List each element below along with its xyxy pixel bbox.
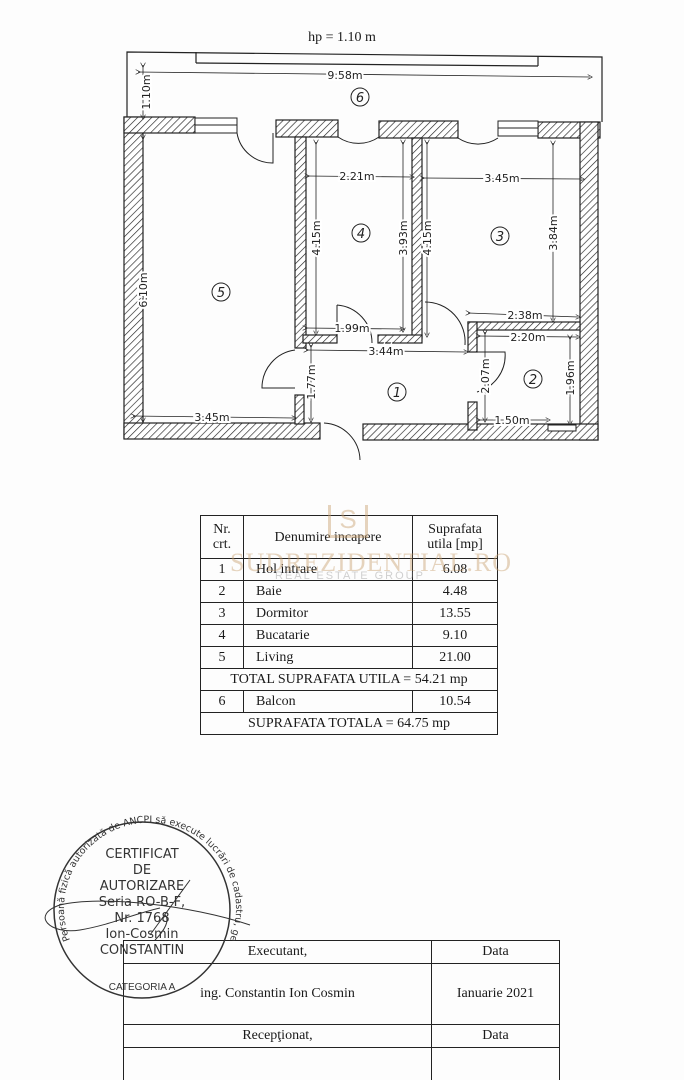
receptionat-signature-cell [123,1047,432,1080]
dim-bath-height: 1.96m [564,360,577,395]
dim-living-height: 6.10m [137,272,150,307]
executant-name: ing. Constantin Ion Cosmin [123,963,432,1025]
stamp-line: AUTORIZARE [100,879,185,894]
rooms-area-table: Nr. crt. Denumire incapere Suprafata uti… [200,515,498,735]
walls [123,116,601,441]
room-number-6: 6 [356,91,364,106]
parapet-height-label: hp = 1.10 m [308,30,376,45]
total-utila: TOTAL SUPRAFATA UTILA = 54.21 mp [200,668,498,691]
header-nr: Nr. crt. [200,515,244,559]
room-number-2: 2 [529,373,537,388]
stamp-line: CONSTANTIN [100,943,184,958]
row-area: 6.08 [412,558,498,581]
dim-kitchen-height-right: 3.93m [397,220,410,255]
row-name: Dormitor [243,602,413,625]
dim-hall-width: 3.44m [368,345,403,358]
dim-bedroom-height-left: 4.15m [421,220,434,255]
header-name: Denumire incapere [243,515,413,559]
room-number-4: 4 [357,227,365,242]
data-label-2: Data [431,1024,560,1048]
room-number-1: 1 [393,386,401,401]
row-nr: 6 [200,690,244,713]
row-nr: 2 [200,580,244,603]
stamp-line: Nr. 1768 [114,911,169,926]
dim-kitchen-width: 2.21m [339,170,374,183]
row-name: Balcon [243,690,413,713]
windows [194,117,577,432]
stamp-bottom-text: CATEGORIA A [109,982,176,993]
row-area: 9.10 [412,624,498,647]
watermark-logo: S [328,505,368,538]
receptionat-label: Recepţionat, [123,1024,432,1048]
room-markers: 1 2 3 4 5 6 [211,87,543,402]
dim-kitchen-height-left: 4.15m [310,220,323,255]
signature-table: Executant,Data ing. Constantin Ion Cosmi… [123,940,560,1080]
stamp-line: Ion-Cosmin [105,927,178,942]
stamp-line: Seria RO-B-F, [99,895,185,910]
dim-bath-bottom: 1.50m [494,414,529,427]
room-number-3: 3 [496,230,504,245]
dim-bedroom-width: 3.45m [484,172,519,185]
row-area: 4.48 [412,580,498,603]
dim-living-width: 3.45m [194,411,229,424]
header-area: Suprafata utila [mp] [412,515,498,559]
row-name: Baie [243,580,413,603]
dim-bedroom-height-right: 3.84m [547,215,560,250]
total-row: SUPRAFATA TOTALA = 64.75 mp [200,712,498,735]
room-number-5: 5 [217,286,225,301]
dim-balcony-depth: 1.10m [140,74,153,109]
data-label: Data [431,940,560,964]
row-nr: 1 [200,558,244,581]
receptionat-date-cell [431,1047,560,1080]
stamp-line: CERTIFICAT [105,847,178,862]
row-nr: 5 [200,646,244,669]
dim-kitchen-bottom: 1.99m [334,322,369,335]
watermark-tagline: REAL ESTATE GROUP [275,570,425,582]
dim-bath-top-outer: 2.38m [507,309,542,322]
dimension-lines [133,65,590,423]
row-nr: 4 [200,624,244,647]
row-name: Bucatarie [243,624,413,647]
row-area: 10.54 [412,690,498,713]
total-utila-row: TOTAL SUPRAFATA UTILA = 54.21 mp [200,668,498,691]
dim-balcony-width: 9.58m [327,69,362,82]
balcony-outline [126,51,603,122]
authorization-stamp: Persoană fizică autorizată de ANCPI să e… [40,810,251,999]
executant-date: Ianuarie 2021 [431,963,560,1025]
total: SUPRAFATA TOTALA = 64.75 mp [200,712,498,735]
stamp-line: DE [133,863,151,878]
dim-hall-left-height: 1.77m [305,364,318,399]
row-name: Living [243,646,413,669]
row-area: 13.55 [412,602,498,625]
floor-plan: 9.58m 1.10m 2.21m 3.45m 4.15m 3.93m 4.15… [123,51,603,460]
dim-bath-hall-height: 2.07m [479,358,492,393]
dim-bath-width: 2.20m [510,331,545,344]
row-nr: 3 [200,602,244,625]
row-area: 21.00 [412,646,498,669]
table-header: Nr. crt. Denumire incapere Suprafata uti… [200,515,498,559]
signature-scribble [44,879,251,941]
